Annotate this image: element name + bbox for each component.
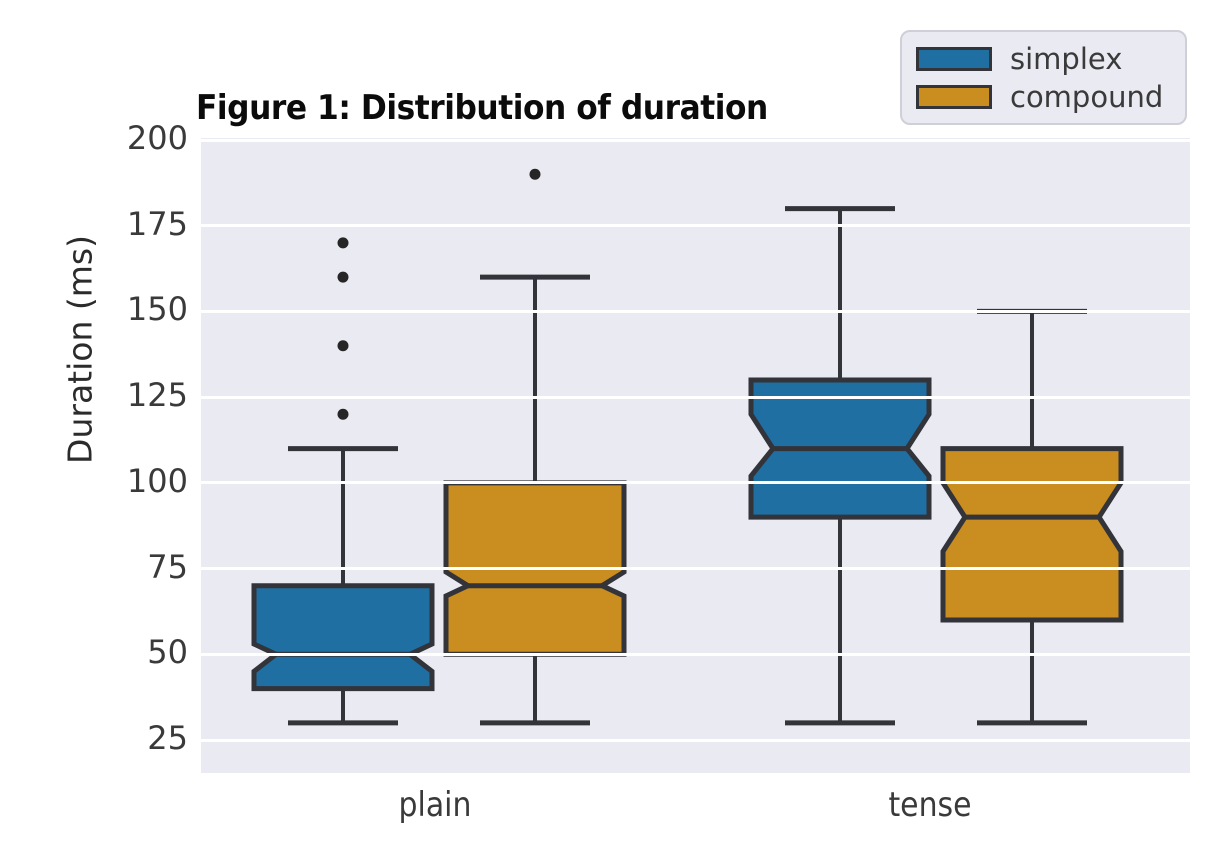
y-tick-label: 175 — [126, 204, 188, 243]
gridline — [201, 309, 1190, 313]
gridline — [201, 224, 1190, 228]
outlier-point — [529, 168, 541, 180]
gridline — [201, 652, 1190, 656]
x-tick-label-plain: plain — [398, 785, 472, 825]
boxplot-compound-tense — [940, 308, 1124, 726]
legend-label: simplex — [1010, 42, 1123, 76]
box[interactable] — [251, 583, 435, 692]
gridline — [201, 738, 1190, 742]
y-tick-label: 25 — [147, 719, 188, 757]
boxplot-simplex-tense — [748, 206, 932, 726]
y-tick-label: 50 — [147, 633, 188, 672]
y-tick-label: 100 — [126, 461, 188, 500]
box[interactable] — [940, 446, 1124, 623]
boxplot-graphics — [251, 168, 1124, 726]
y-tick-label: 125 — [126, 376, 188, 415]
legend-item-compound[interactable]: compound — [916, 78, 1171, 116]
gridline — [201, 395, 1190, 399]
chart-legend: simplex compound — [900, 30, 1187, 125]
chart-title: Figure 1: Distribution of duration — [196, 88, 768, 128]
outlier-point — [337, 237, 349, 249]
outlier-point — [337, 340, 349, 352]
x-tick-label-tense: tense — [888, 785, 972, 825]
boxplot-simplex-plain — [251, 237, 435, 726]
gridline — [201, 481, 1190, 485]
y-tick-label: 150 — [126, 290, 188, 329]
boxplot-compound-plain — [443, 168, 627, 726]
gridline — [201, 567, 1190, 571]
outlier-point — [337, 408, 349, 420]
gridline — [201, 138, 1190, 142]
plot-area — [201, 138, 1190, 773]
y-axis-tick-labels: 200 175 150 125 100 75 50 25 — [20, 0, 188, 862]
legend-item-simplex[interactable]: simplex — [916, 40, 1171, 78]
y-tick-label: 200 — [126, 119, 188, 157]
legend-swatch-simplex — [916, 47, 992, 71]
outlier-point — [337, 271, 349, 283]
y-tick-label: 75 — [147, 547, 188, 586]
legend-swatch-compound — [916, 85, 992, 109]
legend-label: compound — [1010, 80, 1164, 114]
